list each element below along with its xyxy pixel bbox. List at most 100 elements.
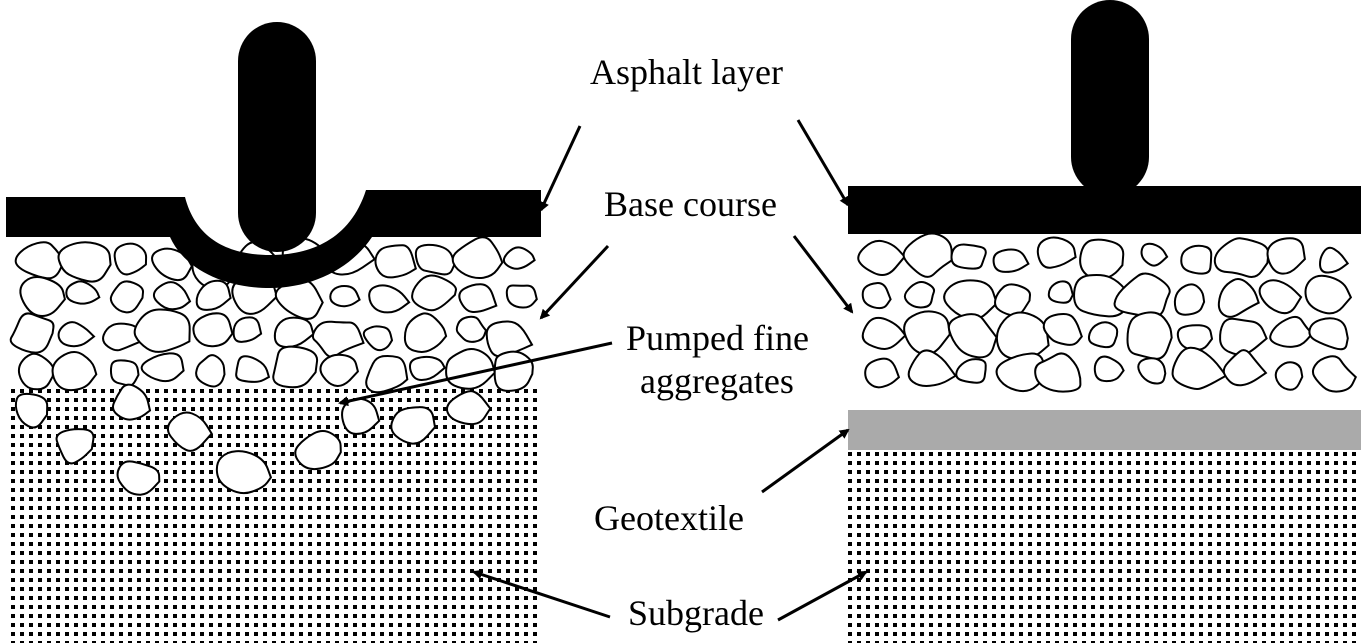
right-wheel-load [1071,0,1149,196]
arrow-base-right [792,235,854,314]
arrow-pumped-fines [338,341,613,407]
aggregate-stone [907,349,957,387]
label-base-course: Base course [604,184,777,224]
aggregate-stone [1047,280,1074,304]
aggregate-stone [943,279,998,321]
aggregate-stone [1126,311,1173,360]
aggregate-stone [485,320,534,358]
aggregate-stone [861,282,892,310]
left-wheel-load [238,22,316,252]
aggregate-stone [1304,274,1353,315]
aggregate-stone [17,352,55,391]
aggregate-stone [235,355,271,383]
aggregate-stone [1042,312,1083,346]
aggregate-stone [1087,321,1119,349]
aggregate-stone [133,308,191,353]
aggregate-stone [365,354,409,394]
label-asphalt-layer: Asphalt layer [590,52,783,92]
aggregate-stone [950,243,987,270]
aggregate-stone [232,316,263,343]
aggregate-stone [1173,283,1206,316]
aggregate-stone [272,345,319,389]
aggregate-stone [273,316,315,349]
aggregate-stone [403,312,448,353]
aggregate-stone [102,322,143,352]
aggregate-stone [368,284,411,314]
aggregate-stone [505,284,538,309]
aggregate-stone [51,351,98,392]
aggregate-stone [57,241,112,283]
aggregate-stone [57,321,96,348]
aggregate-stone [14,241,66,280]
aggregate-stone [1171,346,1228,390]
aggregate-stone [864,357,901,389]
intruded-stone [390,406,437,445]
left-section-without-geotextile [6,22,541,643]
arrow-asphalt-left [539,125,582,212]
aggregate-stone [1274,361,1304,391]
aggregate-stone [411,274,457,312]
right-base-course-stones [857,232,1358,393]
aggregate-stone [109,280,145,314]
aggregate-stone [995,352,1046,393]
aggregate-stone [1180,244,1213,275]
intruded-stone [215,450,273,495]
right-subgrade [848,450,1361,643]
right-section-with-geotextile [848,0,1361,643]
aggregate-stone [1140,242,1169,267]
aggregate-stone [1222,349,1268,387]
arrow-geotextile [761,428,850,494]
aggregate-stone [1093,355,1125,383]
intruded-stone [14,392,49,429]
intruded-stone [116,460,161,496]
aggregate-stone [374,244,417,279]
aggregate-stone [1319,246,1350,274]
aggregate-stone [1036,236,1077,269]
aggregate-stone [451,236,504,280]
aggregate-stone [458,283,498,313]
aggregate-stone [947,313,998,359]
aggregate-stone [195,279,232,311]
aggregate-stone [65,280,101,305]
aggregate-stone [1311,355,1358,393]
aggregate-stone [140,352,185,383]
intruded-stone [55,428,95,465]
intruded-stone [341,397,381,435]
aggregate-stone [992,248,1030,273]
aggregate-stone [1113,272,1171,318]
label-pumped-fine-line2: aggregates [640,361,794,401]
aggregate-stone [1266,237,1306,275]
aggregate-stone [329,284,361,308]
aggregate-stone [1079,238,1125,281]
aggregate-stone [1137,357,1167,385]
intruded-stone [294,430,342,471]
aggregate-stone [1258,279,1303,315]
aggregate-stone [903,310,951,356]
aggregate-stone [195,354,226,388]
arrow-subgrade-left [472,569,611,619]
aggregate-stone [861,316,907,351]
aggregate-stone [455,315,488,343]
aggregate-stone [192,312,234,348]
arrow-asphalt-right [796,119,850,207]
aggregate-stone [311,320,365,358]
aggregate-stone [151,247,194,282]
aggregate-stone [1269,315,1314,348]
aggregate-stone [445,347,497,390]
right-geotextile-layer [848,410,1361,450]
aggregate-stone [994,283,1031,317]
label-pumped-fine-line1: Pumped fine [626,318,809,358]
left-pumped-stones [14,383,492,496]
aggregate-stone [902,232,953,278]
aggregate-stone [502,246,536,270]
aggregate-stone [9,312,55,354]
left-asphalt-layer [6,190,541,288]
label-geotextile: Geotextile [594,498,744,538]
aggregate-stone [903,281,936,309]
aggregate-stone [408,355,446,382]
aggregate-stone [493,350,534,392]
aggregate-stone [1213,237,1270,279]
arrow-subgrade-right [777,570,868,622]
aggregate-stone [414,243,456,276]
aggregate-stone [1308,317,1349,351]
